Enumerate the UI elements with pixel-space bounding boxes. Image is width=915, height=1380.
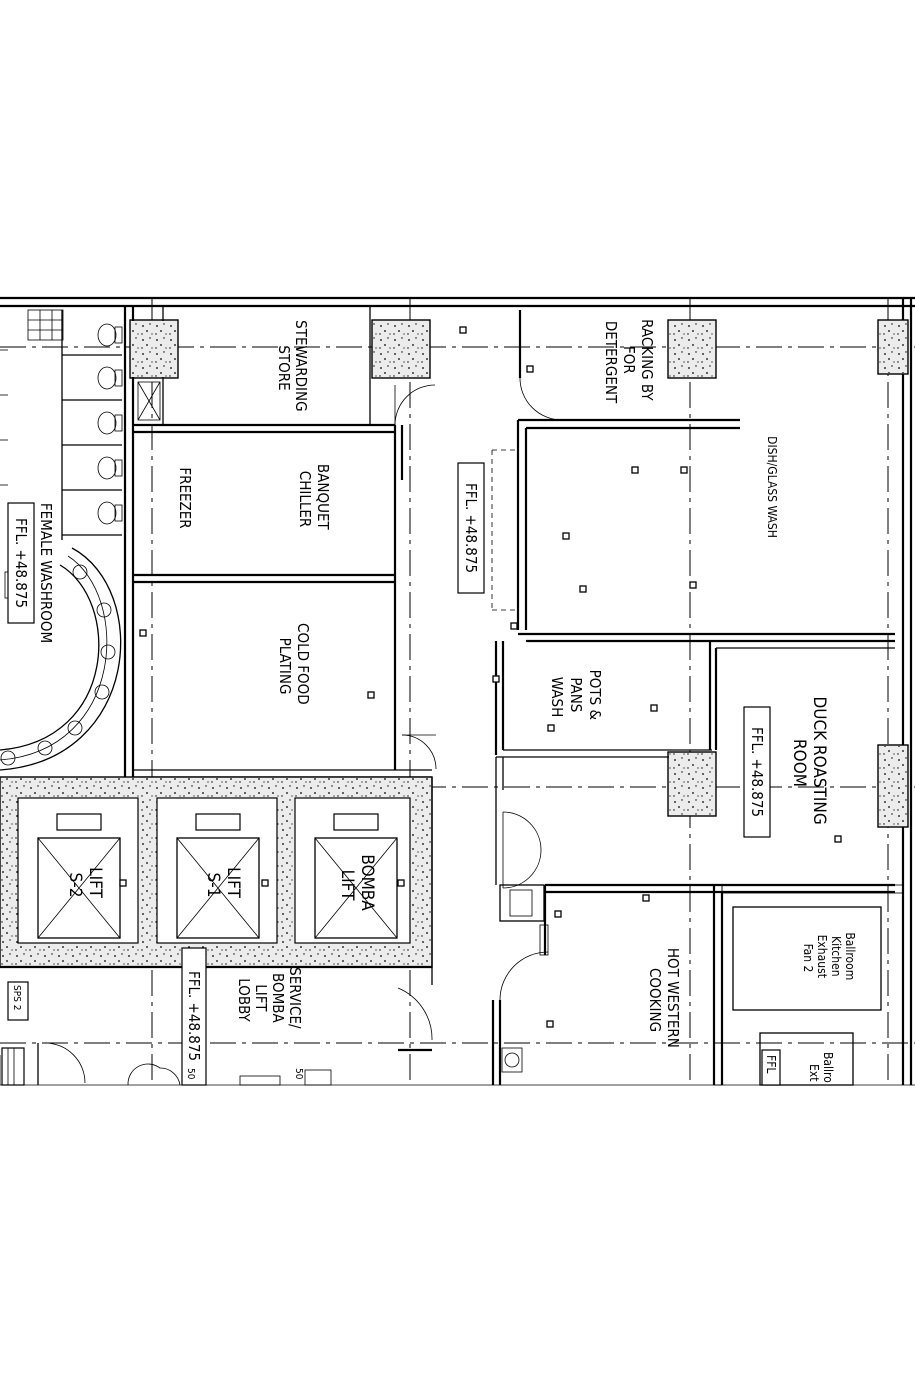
level-tag-lobby: FFL. +48.875 [185,971,203,1061]
label-pots-pans-wash: POTS & PANS WASH [548,670,604,725]
label-dish-glass-wash: DISH/GLASS WASH [765,436,779,538]
label-cold-food-plating: COLD FOOD PLATING [276,623,312,709]
exhaust-fans [732,906,882,1086]
level-tag-duck-roasting: FFL. +48.875 [748,727,766,817]
label-exhaust-partial: Ballro Ext [807,1052,835,1086]
label-lift-s2: LIFT S-2 [65,867,105,903]
room-labels: STEWARDING STORE RACKING BY FOR DETERGEN… [37,319,857,1086]
lift-core [0,776,433,1086]
label-female-washroom: FEMALE WASHROOM [37,503,55,643]
label-bomba-lift: BOMBA LIFT [337,854,377,915]
store-partitions [123,306,437,785]
label-banquet-chiller: BANQUET CHILLER [296,464,332,534]
label-racking-detergent: RACKING BY FOR DETERGENT [602,319,656,405]
fixture-markers [119,326,842,1073]
tag-50-a: 50 [293,1068,304,1080]
label-duck-roasting-room: DUCK ROASTING ROOM [789,696,829,829]
column-fill [131,321,907,826]
label-freezer: FREEZER [176,467,194,528]
stall-ticks [0,349,8,486]
label-service-lobby: SERVICE/ BOMBA LIFT LOBBY [235,967,304,1033]
tag-sps-2: SPS 2 [11,985,22,1010]
level-tag-washroom: FFL. +48.875 [12,518,30,608]
label-lift-s1: LIFT S-1 [203,867,243,903]
label-exhaust-fan-2: Ballroom Kitchen Exhaust Fan 2 [801,932,857,983]
level-tag-partial: FFL [764,1055,778,1073]
label-stewarding-store: STEWARDING STORE [275,320,310,416]
washroom [0,309,123,771]
small-tags: SPS 2 50 50 [1,981,304,1086]
level-tags: FFL. +48.875 FFL. +48.875 FFL. +48.875 F… [7,462,781,1086]
level-tag-dishwash: FFL. +48.875 [462,483,480,573]
tag-50-b: 50 [185,1068,196,1080]
label-hot-western-cooking: HOT WESTERN COOKING [646,948,682,1052]
toilets [97,323,123,525]
